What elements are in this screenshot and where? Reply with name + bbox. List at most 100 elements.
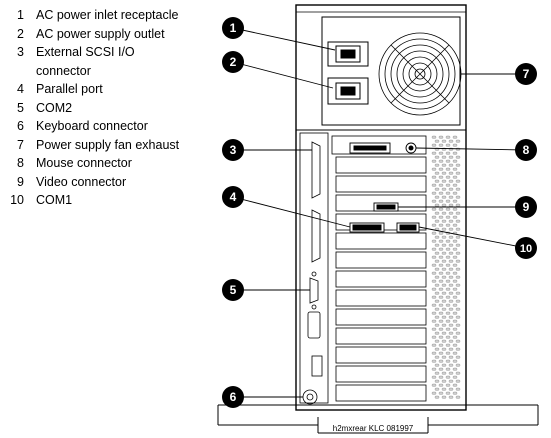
vent-hole: [431, 383, 437, 387]
callout-number: 4: [230, 190, 237, 204]
vent-hole: [441, 163, 447, 167]
vent-hole: [448, 171, 454, 175]
vent-hole: [445, 167, 451, 171]
chassis: [295, 4, 467, 411]
callout-1: 1: [222, 17, 244, 39]
vent-hole: [455, 315, 461, 319]
vent-hole: [441, 243, 447, 247]
vent-hole: [438, 263, 444, 267]
vent-hole: [455, 283, 461, 287]
vent-hole: [455, 307, 461, 311]
vent-hole: [452, 207, 458, 211]
vent-hole: [455, 203, 461, 207]
com1-connector: [396, 222, 420, 233]
callout-number: 8: [523, 143, 530, 157]
vent-hole: [455, 275, 461, 279]
vent-hole: [431, 287, 437, 291]
legend-item-3: 3 External SCSI I/O connector: [0, 43, 230, 80]
vent-hole: [448, 315, 454, 319]
vent-hole: [452, 247, 458, 251]
legend-number: 2: [17, 26, 24, 41]
vent-hole: [441, 179, 447, 183]
vent-hole: [445, 215, 451, 219]
vent-hole: [434, 371, 440, 375]
vent-hole: [455, 347, 461, 351]
vent-hole: [455, 371, 461, 375]
vent-hole: [441, 387, 447, 391]
vent-hole: [445, 327, 451, 331]
legend-label: Parallel port: [36, 82, 103, 96]
legend-number: 4: [17, 82, 24, 96]
vent-hole: [441, 339, 447, 343]
callout-number: 1: [230, 21, 237, 35]
vent-hole: [448, 395, 454, 399]
vent-hole: [431, 175, 437, 179]
vent-hole: [434, 235, 440, 239]
vent-hole: [431, 143, 437, 147]
vent-hole: [448, 299, 454, 303]
vent-hole: [434, 163, 440, 167]
vent-hole: [431, 303, 437, 307]
ac-power-inlet: [327, 41, 369, 67]
vent-hole: [431, 199, 437, 203]
vent-hole: [431, 247, 437, 251]
vent-hole: [455, 331, 461, 335]
vent-hole: [434, 259, 440, 263]
vent-hole: [448, 331, 454, 335]
vent-hole: [445, 351, 451, 355]
vent-hole: [438, 383, 444, 387]
callout-number: 7: [523, 67, 530, 81]
vent-hole: [448, 187, 454, 191]
vent-hole: [445, 247, 451, 251]
vent-hole: [441, 139, 447, 143]
vent-hole: [452, 135, 458, 139]
vent-hole: [452, 391, 458, 395]
vent-hole: [441, 379, 447, 383]
vent-hole: [452, 279, 458, 283]
vent-hole: [431, 271, 437, 275]
vent-hole: [441, 307, 447, 311]
vent-hole: [448, 347, 454, 351]
vent-hole: [438, 191, 444, 195]
vent-hole: [438, 199, 444, 203]
vent-hole: [438, 175, 444, 179]
vent-hole: [452, 151, 458, 155]
vent-hole: [431, 319, 437, 323]
vent-hole: [434, 267, 440, 271]
vent-hole: [448, 323, 454, 327]
legend-label: External SCSI I/O connector: [36, 45, 135, 78]
callout-8: 8: [515, 139, 537, 161]
vent-hole: [452, 351, 458, 355]
vent-hole: [438, 167, 444, 171]
vent-hole: [434, 395, 440, 399]
vent-hole: [434, 155, 440, 159]
power-supply: [321, 16, 461, 126]
vent-hole: [441, 227, 447, 231]
vent-hole: [438, 223, 444, 227]
legend-number: 3: [17, 45, 24, 59]
vent-hole: [445, 175, 451, 179]
vent-hole: [448, 379, 454, 383]
vent-hole: [448, 235, 454, 239]
vent-hole: [434, 139, 440, 143]
vent-hole: [431, 207, 437, 211]
vent-hole: [455, 251, 461, 255]
vent-hole: [441, 275, 447, 279]
vent-hole: [431, 183, 437, 187]
vent-hole: [431, 255, 437, 259]
vent-hole: [455, 355, 461, 359]
vent-hole: [434, 195, 440, 199]
vent-hole: [431, 311, 437, 315]
vent-hole: [445, 255, 451, 259]
vent-hole: [445, 367, 451, 371]
callout-4: 4: [222, 186, 244, 208]
vent-hole: [455, 243, 461, 247]
vent-hole: [455, 299, 461, 303]
vent-hole: [434, 331, 440, 335]
vent-hole: [455, 187, 461, 191]
vent-hole: [441, 395, 447, 399]
vent-hole: [431, 223, 437, 227]
vent-hole: [441, 171, 447, 175]
vent-hole: [448, 275, 454, 279]
vent-hole: [434, 219, 440, 223]
